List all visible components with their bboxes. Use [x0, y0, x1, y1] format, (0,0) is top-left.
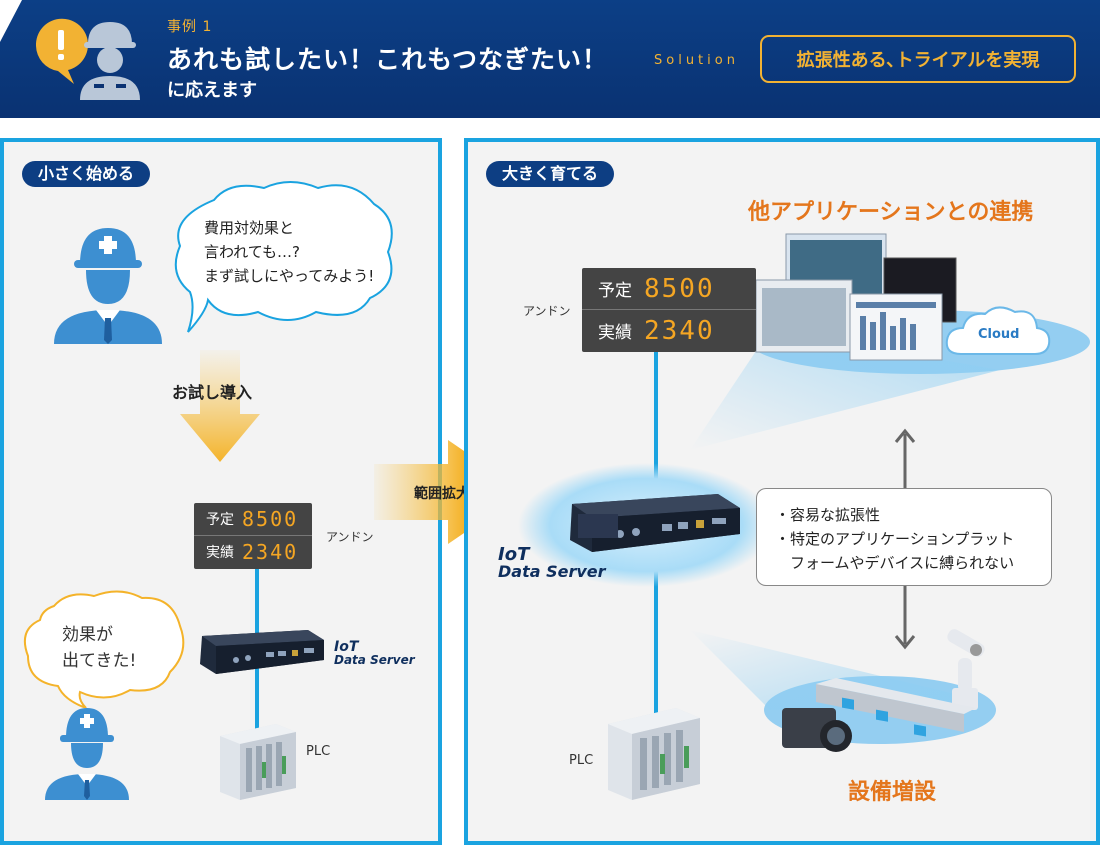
andon-board: 予定 8500 実績 2340	[194, 503, 312, 569]
iot-brand: IoT Data Server	[498, 546, 606, 580]
effect-bubble-text: 効果が 出てきた!	[62, 622, 136, 674]
iot-server-icon	[570, 494, 740, 552]
actual-key: 実績	[598, 323, 632, 343]
actual-value: 2340	[242, 540, 299, 564]
page-headline: あれも試したい！これもつなぎたい！	[167, 45, 609, 74]
thought-bubble-text: 費用対効果と 言われても…? まず試しにやってみよう!	[204, 216, 374, 288]
callout-line: ・容易な拡張性	[775, 506, 881, 524]
iot-brand: IoT Data Server	[334, 640, 415, 666]
thought-line: まず試しにやってみよう!	[204, 267, 375, 285]
worker-icon	[45, 708, 129, 800]
camera-icon	[782, 708, 852, 752]
plan-key: 予定	[598, 281, 632, 301]
page-subheadline: に応えます	[167, 80, 257, 101]
iot-brand-line1: IoT	[498, 544, 530, 565]
equipment-beam	[690, 630, 980, 710]
andon-label: アンドン	[326, 530, 374, 544]
equipment-title: 設備増設	[848, 780, 937, 805]
solution-badge: 拡張性ある､トライアルを実現	[760, 35, 1076, 83]
expand-label: 範囲拡大	[414, 486, 470, 502]
thought-bubble	[174, 181, 393, 333]
alert-bubble-icon	[35, 18, 88, 84]
cloud-label: Cloud	[978, 327, 1020, 342]
worker-icon	[54, 228, 162, 344]
iot-brand-line2: Data Server	[334, 653, 415, 667]
header-corner-cut	[0, 0, 22, 42]
case-label: 事例 1	[167, 19, 213, 35]
andon-board: 予定 8500 実績 2340	[582, 268, 756, 352]
feature-callout: ・容易な拡張性 ・特定のアプリケーションプラット フォームやデバイスに縛られない	[756, 488, 1052, 586]
iot-brand-line2: Data Server	[498, 562, 606, 581]
plc-icon	[608, 708, 700, 800]
plc-icon	[220, 724, 296, 800]
plc-label: PLC	[569, 753, 594, 768]
trial-label: お試し導入	[172, 383, 253, 402]
right-panel-tag: 大きく育てる	[486, 161, 615, 187]
expand-arrow-icon	[374, 440, 524, 544]
conveyor-icon	[816, 678, 976, 737]
plan-key: 予定	[206, 512, 234, 528]
actual-value: 2340	[644, 315, 715, 346]
app-screens-icon	[755, 233, 957, 361]
worker-alert-icon	[35, 18, 140, 100]
apps-title: 他アプリケーションとの連携	[748, 200, 1034, 225]
thought-line: 言われても…?	[204, 243, 301, 261]
callout-line: フォームやデバイスに縛られない	[775, 554, 1015, 572]
header-banner	[0, 0, 1100, 118]
andon-label: アンドン	[523, 304, 571, 318]
plan-value: 8500	[644, 273, 715, 304]
cloud-icon	[945, 306, 1051, 355]
actual-key: 実績	[206, 545, 234, 561]
effect-bubble	[24, 590, 185, 708]
plc-label: PLC	[306, 744, 331, 759]
iot-server-icon	[200, 630, 324, 674]
callout-line: ・特定のアプリケーションプラット	[775, 530, 1015, 548]
solution-label: Solution	[654, 53, 739, 68]
effect-line: 効果が	[62, 625, 113, 645]
trial-arrow-icon	[180, 350, 260, 462]
effect-line: 出てきた!	[62, 651, 137, 671]
equipment-icon	[782, 629, 985, 752]
left-panel-tag: 小さく始める	[22, 161, 151, 187]
thought-line: 費用対効果と	[204, 219, 295, 237]
iot-brand-line1: IoT	[334, 639, 359, 655]
plan-value: 8500	[242, 507, 299, 531]
worker-helmet-icon	[80, 22, 140, 100]
robot-arm-icon	[947, 629, 985, 710]
